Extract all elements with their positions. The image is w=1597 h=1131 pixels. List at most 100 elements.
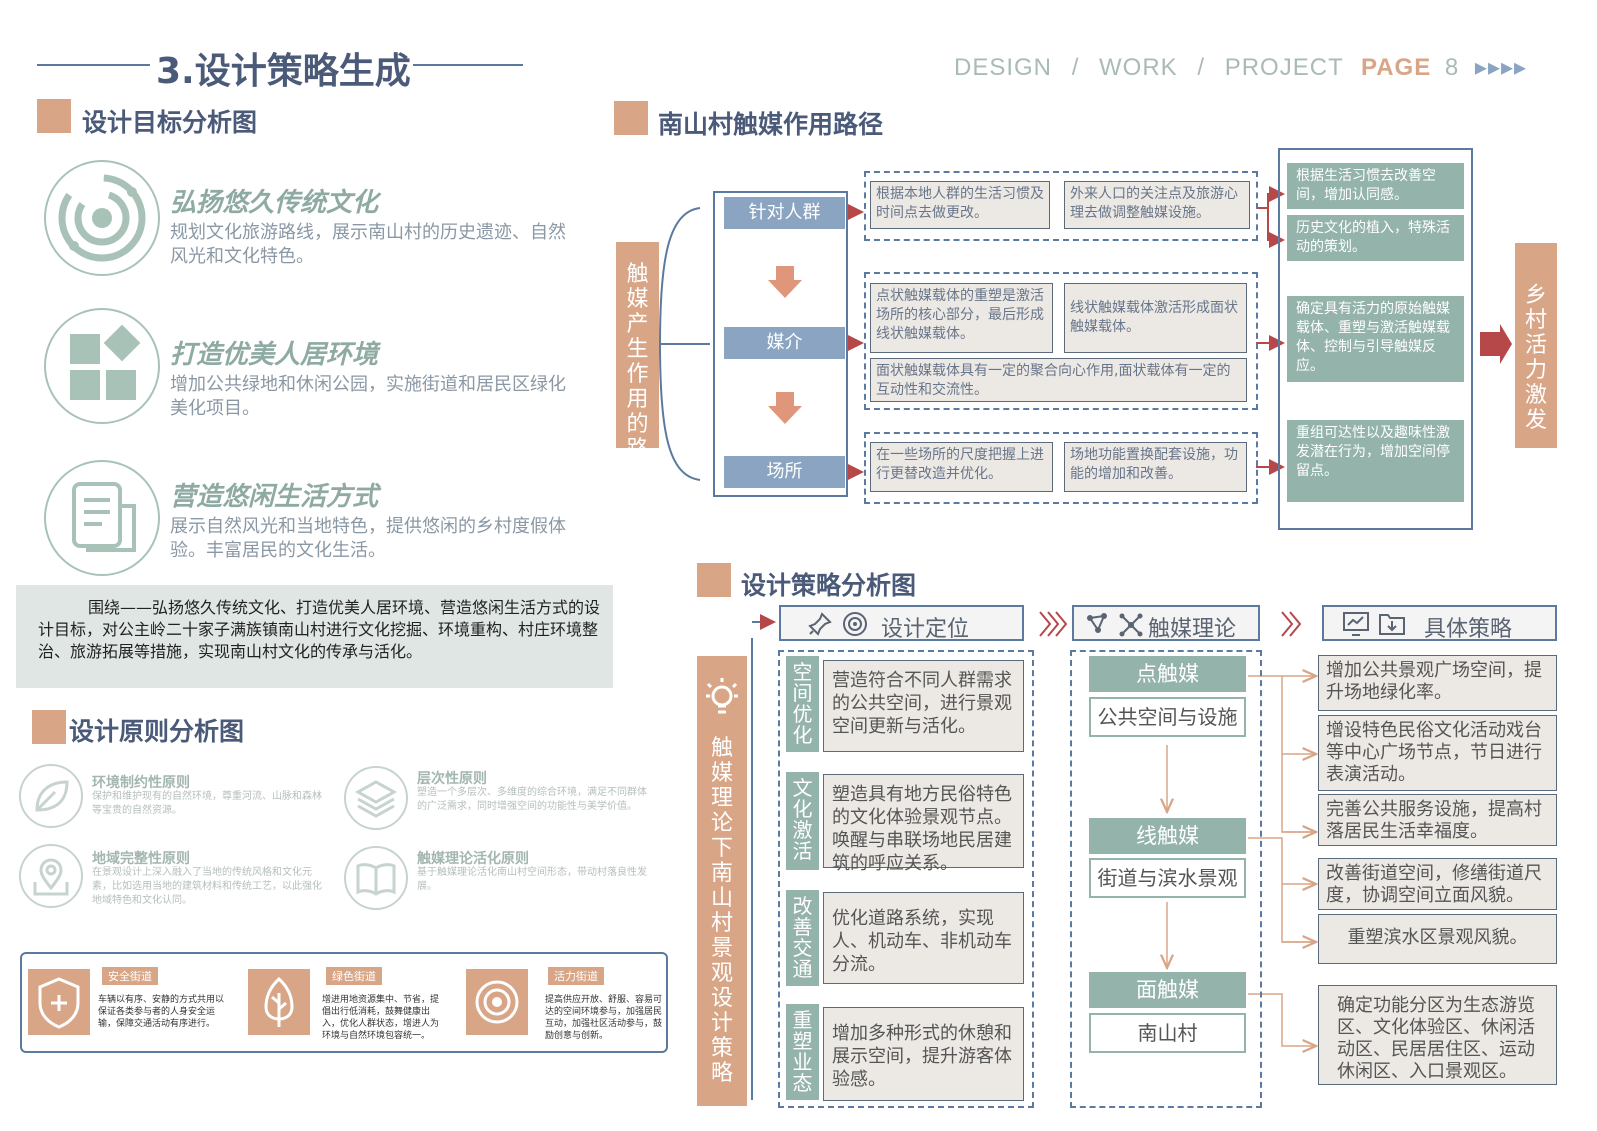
strategy-section-title: 设计策略分析图: [741, 571, 917, 600]
goals-summary: 围绕——弘扬悠久传统文化、打造优美人居环境、营造悠闲生活方式的设计目标，对公主岭…: [16, 585, 613, 688]
stage-column: [713, 191, 848, 497]
stage-medium: 媒介: [724, 327, 845, 359]
map-pin-icon: [19, 844, 83, 908]
download-folder-icon: [1378, 611, 1406, 643]
catalyst-section-title: 南山村触媒作用路径: [658, 110, 884, 139]
street-tag: 安全街道: [102, 967, 158, 985]
lifestyle-icon: [44, 460, 160, 576]
section-marker: [37, 99, 71, 133]
position-text: 营造符合不同人群需求的公共空间，进行景观空间更新与活化。: [823, 660, 1024, 752]
nav-design[interactable]: DESIGN: [954, 54, 1053, 81]
bulb-icon: [697, 672, 747, 736]
target-icon: [841, 610, 869, 644]
street-desc: 提高供应开放、舒服、容易可达的空间环境参与，加强居民互动，加强社区活动参与，鼓励…: [545, 995, 663, 1041]
breadcrumb: DESIGN / WORK / PROJECT PAGE 8 ▸▸▸▸: [954, 53, 1527, 82]
col-head-label: 设计定位: [881, 617, 970, 642]
nav-page-label: PAGE: [1360, 54, 1432, 81]
path-detail: 线状触媒载体激活形成面状触媒载体。: [1064, 283, 1247, 353]
section-marker: [614, 101, 648, 135]
nav-separator: /: [1071, 54, 1080, 81]
stage-target-group: 针对人群: [724, 197, 845, 229]
street-desc: 车辆以有序、安静的方式共用以保证各类参与者的人身安全运输，保障交通活动有序进行。: [98, 995, 225, 1029]
surface-catalyst-node: 面触媒: [1089, 972, 1246, 1008]
street-types-panel: 安全街道 车辆以有序、安静的方式共用以保证各类参与者的人身安全运输，保障交通活动…: [20, 952, 668, 1053]
shield-icon: [28, 969, 90, 1035]
goal-desc: 展示自然风光和当地特色，提供悠闲的乡村度假体验。丰富居民的文化生活。: [170, 516, 566, 561]
page-title: 3.设计策略生成: [156, 51, 411, 92]
outcome-label: 乡村活力激发: [1515, 243, 1557, 448]
col-head-positioning: 设计定位: [779, 605, 1024, 644]
page-number: 8: [1444, 54, 1460, 81]
path-label: 触媒产生作用的路径: [616, 242, 659, 487]
goals-section-title: 设计目标分析图: [82, 108, 258, 137]
position-label: 空间优化: [786, 656, 819, 752]
section-marker: [697, 563, 731, 597]
policy-item: 增设特色民俗文化活动戏台等中心广场节点，节日进行表演活动。: [1318, 715, 1557, 791]
policy-item: 改善街道空间，修缮街道尺度，协调空间立面风貌。: [1318, 858, 1557, 910]
title-rule-right: [413, 64, 523, 66]
principle-title: 层次性原则: [417, 771, 487, 787]
principle-title: 地域完整性原则: [92, 851, 190, 867]
row-medium: [864, 272, 1258, 410]
street-desc: 增进用地资源集中、节省，提倡出行低消耗，鼓舞健康出入，优化人群状态，增进人为环境…: [322, 995, 440, 1041]
title-rule-left: [37, 64, 150, 66]
path-detail: 场地功能置换配套设施，功能的增加和改善。: [1064, 442, 1247, 492]
chart-monitor-icon: [1342, 611, 1370, 643]
strategy-label: 触媒理论下南山村景观设计策略: [697, 656, 747, 1106]
position-label: 改善交通: [786, 890, 819, 986]
goal-desc: 增加公共绿地和休闲公园，实施街道和居民区绿化美化项目。: [170, 374, 566, 419]
node-sub: 公共空间与设施: [1089, 697, 1246, 737]
principle-desc: 基于触媒理论活化南山村空间形态，带动村落良性发展。: [417, 867, 647, 892]
policy-item: 增加公共景观广场空间，提升场地绿化率。: [1318, 655, 1557, 711]
positioning-column: [778, 650, 1034, 1108]
principles-section-title: 设计原则分析图: [69, 717, 245, 746]
principle-title: 环境制约性原则: [92, 775, 190, 791]
book-icon: [344, 846, 408, 910]
molecule-icon: [1118, 612, 1144, 644]
position-text: 增加多种形式的休憩和展示空间，提升游客体验感。: [823, 1007, 1024, 1101]
environment-icon: [44, 308, 160, 424]
row-place: [864, 432, 1258, 504]
network-icon: [1084, 612, 1112, 644]
path-detail: 面状触媒载体具有一定的聚合向心作用,面状载体有一定的互动性和交流性。: [870, 358, 1247, 402]
position-label: 重塑业态: [786, 1004, 819, 1100]
path-detail: 在一些场所的尺度把握上进行更替改造并优化。: [870, 442, 1053, 492]
col-head-strategies: 具体策略: [1322, 605, 1557, 643]
summary-text: 围绕——弘扬悠久传统文化、打造优美人居环境、营造悠闲生活方式的设计目标，对公主岭…: [38, 598, 601, 661]
principle-desc: 塑造一个多层次、多维度的综合环境，满足不同群体的广泛需求，同时增强空间的功能性与…: [417, 787, 647, 812]
pin-icon: [807, 611, 833, 643]
policy-item: 完善公共服务设施，提高村落居民生活幸福度。: [1318, 794, 1557, 846]
node-sub: 南山村: [1089, 1013, 1246, 1053]
culture-icon: [44, 160, 160, 276]
results-column: [1278, 148, 1473, 530]
vitality-icon: [466, 969, 528, 1035]
forward-arrows-icon[interactable]: ▸▸▸▸: [1474, 54, 1528, 81]
line-catalyst-node: 线触媒: [1089, 818, 1246, 854]
tree-icon: [248, 969, 310, 1035]
nav-project[interactable]: PROJECT: [1224, 54, 1344, 81]
nav-work[interactable]: WORK: [1099, 54, 1178, 81]
principle-desc: 保护和维护现有的自然环境，尊重河流、山脉和森林等宝贵的自然资源。: [92, 791, 322, 816]
position-text: 塑造具有地方民俗特色的文化体验景观节点。唤醒与串联场地民居建筑的呼应关系。: [823, 774, 1024, 874]
nav-separator: /: [1197, 54, 1206, 81]
policy-item: 重塑滨水区景观风貌。: [1318, 914, 1557, 964]
goal-title: 弘扬悠久传统文化: [170, 188, 379, 218]
position-label: 文化激活: [786, 772, 819, 870]
principle-title: 触媒理论活化原则: [417, 851, 529, 867]
path-detail: 根据本地人群的生活习惯及时间点去做更改。: [870, 181, 1050, 229]
path-detail: 外来人口的关注点及旅游心理去做调整触媒设施。: [1064, 181, 1250, 229]
path-result: 根据生活习惯去改善空间，增加认同感。: [1287, 163, 1464, 209]
goal-title: 营造悠闲生活方式: [170, 482, 379, 512]
row-target-group: [864, 171, 1258, 241]
street-tag: 绿色街道: [326, 967, 382, 985]
goal-title: 打造优美人居环境: [170, 340, 379, 370]
node-sub: 街道与滨水景观: [1089, 858, 1246, 898]
street-tag: 活力街道: [548, 967, 604, 985]
layers-icon: [344, 766, 408, 830]
path-result: 重组可达性以及趣味性激发潜在行为，增加空间停留点。: [1287, 420, 1464, 502]
policy-item: 确定功能分区为生态游览区、文化体验区、休闲活动区、民居居住区、运动休闲区、入口景…: [1318, 985, 1557, 1085]
principle-desc: 在景观设计上深入融入了当地的传统风格和文化元素，比如选用当地的建筑材料和传统工艺…: [92, 867, 322, 906]
path-result: 确定具有活力的原始触媒载体、重塑与激活触媒载体、控制与引导触媒反应。: [1287, 296, 1464, 382]
path-detail: 点状触媒载体的重塑是激活场所的核心部分，最后形成线状触媒载体。: [870, 283, 1053, 353]
